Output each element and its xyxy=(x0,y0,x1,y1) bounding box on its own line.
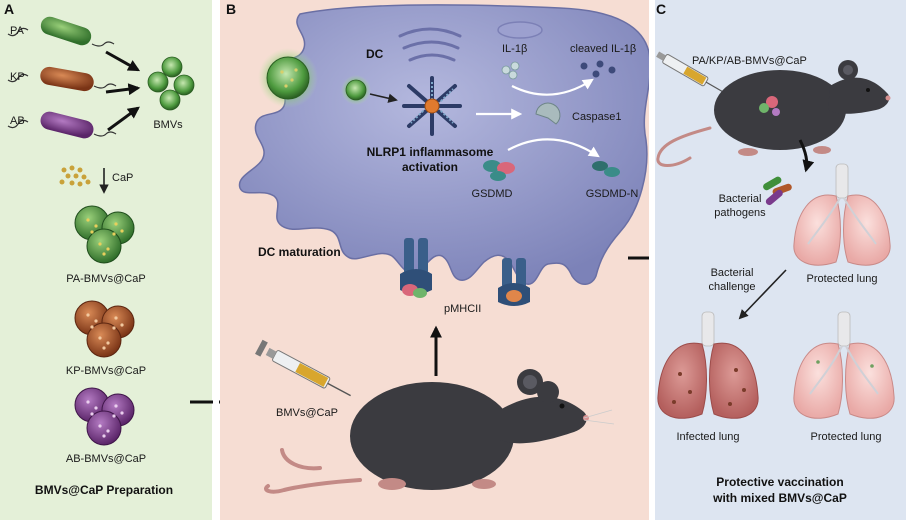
infected-lung-label: Infected lung xyxy=(677,431,740,443)
internalized-vesicle xyxy=(341,75,371,105)
bmvs-cluster xyxy=(147,56,195,111)
panel-b: B DC xyxy=(220,0,652,520)
cleaved-il1b-label: cleaved IL-1β xyxy=(570,43,636,55)
nlrp1-inflammasome xyxy=(402,76,462,136)
cap-label: CaP xyxy=(112,172,133,184)
pa-bacterium xyxy=(7,16,115,47)
gsdmd-n-protein xyxy=(592,161,620,177)
panel-b-letter: B xyxy=(226,1,236,17)
gsdmd-label: GSDMD xyxy=(472,188,513,200)
mouse-c xyxy=(656,60,891,167)
bacterial-challenge-line2: challenge xyxy=(708,281,755,293)
ab-bmvs-cap-particles xyxy=(74,387,135,446)
panel-c-caption-line2: with mixed BMVs@CaP xyxy=(712,491,847,505)
ab-bmvs-cap-label: AB-BMVs@CaP xyxy=(66,453,146,465)
arrow-bacterial-challenge xyxy=(738,269,787,320)
organelles xyxy=(398,21,543,62)
panel-a: A PA KP AB xyxy=(0,0,212,520)
pa-bmvs-cap-label: PA-BMVs@CaP xyxy=(66,273,145,285)
pmhcii-label: pMHCII xyxy=(444,303,481,315)
gsdmd-protein xyxy=(483,160,515,181)
panel-c-letter: C xyxy=(656,1,666,17)
pmhcii-receptor-left xyxy=(400,238,432,298)
panel-a-letter: A xyxy=(4,1,14,17)
kp-bacterium xyxy=(7,66,117,92)
dendritic-cell xyxy=(238,4,651,285)
arrow-pa-bmvs xyxy=(105,50,141,72)
cap-particles xyxy=(59,165,91,187)
arrow-ab-bmvs xyxy=(107,106,140,132)
bacterial-challenge-line1: Bacterial xyxy=(711,267,754,279)
caspase1-icon xyxy=(535,102,561,125)
protected-lung-bottom xyxy=(793,311,895,419)
arrow-mouse-to-lung xyxy=(798,139,815,173)
kp-bmvs-cap-particles xyxy=(74,300,135,358)
bmvs-label: BMVs xyxy=(153,119,183,131)
arrow-kp-bmvs xyxy=(105,83,141,96)
protected-lung-bottom-label: Protected lung xyxy=(811,431,882,443)
bacterial-pathogens-line1: Bacterial xyxy=(719,193,762,205)
panel-c-caption-line1: Protective vaccination xyxy=(716,475,843,489)
syringe-b xyxy=(255,339,351,397)
arrow-vesicle-inflammasome xyxy=(369,93,398,103)
arrow-il1b-cleavage xyxy=(511,78,594,96)
protected-lung-top-label: Protected lung xyxy=(807,273,878,285)
dc-label: DC xyxy=(366,47,384,61)
ab-label: AB xyxy=(10,115,25,127)
external-vesicle xyxy=(258,48,318,108)
il1b-label: IL-1β xyxy=(502,43,527,55)
injection-label-b: BMVs@CaP xyxy=(276,407,338,419)
gsdmd-n-label: GSDMD-N xyxy=(586,188,639,200)
caspase1-label: Caspase1 xyxy=(572,111,622,123)
bacterial-pathogens-icon xyxy=(763,176,792,206)
panel-c: C PA/KP/AB-BMVs@CaP xyxy=(652,0,906,520)
pmhcii-receptor-right xyxy=(498,258,530,306)
mouse-b xyxy=(264,369,615,494)
infected-lung xyxy=(657,311,759,419)
inflammasome-label-line2: activation xyxy=(402,160,458,174)
arrow-gsdmd-cleavage xyxy=(507,138,600,158)
inflammasome-label-line1: NLRP1 inflammasome xyxy=(367,145,494,159)
ab-bacterium xyxy=(7,111,117,139)
pa-label: PA xyxy=(10,25,25,37)
cleaved-il1b-molecules xyxy=(580,60,616,78)
kp-label: KP xyxy=(10,71,25,83)
il1b-molecules xyxy=(501,61,520,80)
kp-bmvs-cap-label: KP-BMVs@CaP xyxy=(66,365,146,377)
injection-label-c: PA/KP/AB-BMVs@CaP xyxy=(692,55,807,67)
bacterial-pathogens-line2: pathogens xyxy=(714,207,766,219)
panel-a-caption: BMVs@CaP Preparation xyxy=(35,483,173,497)
pa-bmvs-cap-particles xyxy=(74,205,135,264)
protected-lung-top xyxy=(793,163,891,266)
dc-maturation-label: DC maturation xyxy=(258,245,341,259)
syringe-c xyxy=(656,51,724,93)
